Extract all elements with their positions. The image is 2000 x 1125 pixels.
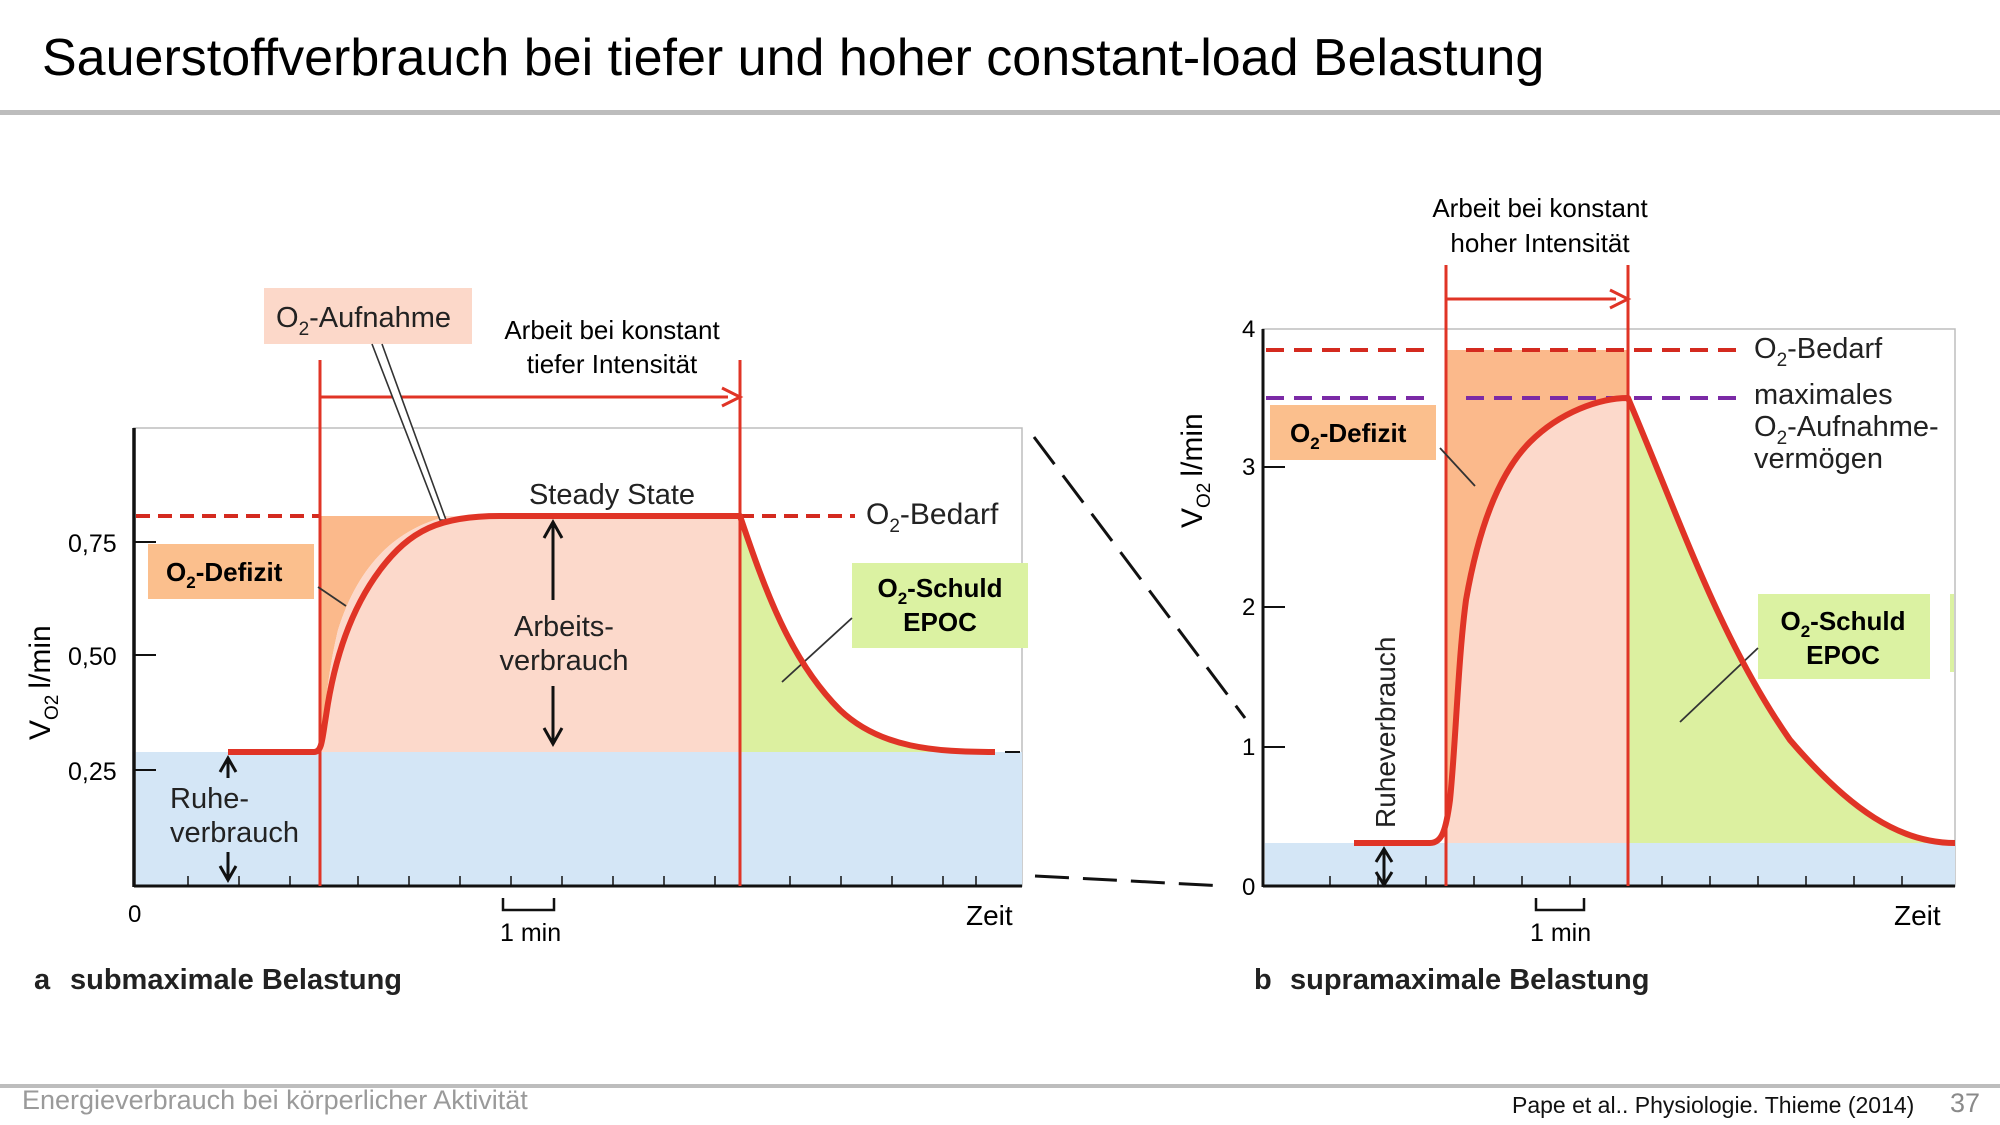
- panel-b-rest-label: Ruheverbrauch: [1370, 637, 1401, 828]
- panel-b-y-axis-label: VO2l/min: [1176, 413, 1215, 528]
- panel-b-x-ticks: [1329, 876, 1903, 886]
- panel-a-epoc-box: [852, 563, 1028, 648]
- panel-a-deficit-area: [320, 516, 448, 752]
- panel-b-deficit-box: [1270, 405, 1436, 460]
- zoom-connector-bottom: [1034, 874, 1226, 888]
- panel-b-y-tick-2: 2: [1242, 594, 1255, 621]
- panel-b-deficit-pointer: [1439, 447, 1476, 487]
- footer-reference: Pape et al.. Physiologie. Thieme (2014): [1512, 1092, 1915, 1118]
- panel-a-caption-letter: a: [34, 964, 51, 996]
- panel-b-epoc-box: [1758, 594, 1930, 679]
- panel-b-y-tick-0: 0: [1242, 874, 1255, 901]
- panel-a-x-origin: 0: [128, 901, 141, 928]
- panel-a-debt-area: [740, 516, 995, 752]
- panel-b-max-label-1: maximales: [1754, 379, 1893, 411]
- panel-b-rest-arrowhead-down: [1374, 871, 1394, 888]
- panel-a-time-scale-bracket: [501, 898, 556, 912]
- panel-a-work-label-1: Arbeit bei konstant: [504, 315, 720, 345]
- panel-a-work-label-2: tiefer Intensität: [527, 349, 698, 379]
- panel-b-work-area: [1446, 398, 1628, 843]
- title-divider: [0, 110, 2000, 115]
- panel-b-uptake-curve: [1354, 395, 1956, 846]
- panel-b-work-arrowhead: [1609, 288, 1632, 310]
- slide-title: Sauerstoffverbrauch bei tiefer und hoher…: [42, 29, 1545, 87]
- panel-b-time-scale-label: 1 min: [1530, 919, 1591, 947]
- svg-text:VO2l/min: VO2l/min: [1176, 413, 1215, 528]
- panel-a-epoc-label: EPOC: [903, 607, 977, 637]
- panel-b-debt-label: O2-Schuld: [1780, 606, 1905, 641]
- panel-a-debt-label: O2-Schuld: [877, 573, 1002, 608]
- panel-a-work-arrowhead: [721, 386, 744, 408]
- panel-a-deficit-label: O2-Defizit: [166, 557, 283, 592]
- panel-b-deficit-label: O2-Defizit: [1290, 418, 1407, 453]
- panel-a-y-axis-label: VO2l/min: [24, 625, 63, 740]
- panel-b-caption: supramaximale Belastung: [1290, 964, 1649, 996]
- panel-a-epoc-pointer: [781, 617, 853, 683]
- panel-b-max-label-3: vermögen: [1754, 443, 1883, 475]
- panel-a-y-tick-075: 0,75: [68, 530, 117, 558]
- panel-a-deficit-pointer: [317, 586, 347, 607]
- panel-a-time-scale-label: 1 min: [500, 919, 561, 947]
- footer-divider: [0, 1084, 2000, 1088]
- panel-a-work-use-label-1: Arbeits-: [514, 611, 614, 643]
- panel-a-work-use-arrowhead-up: [542, 518, 564, 539]
- panel-b: 4 3 2 1 0 Zeit VO2l/min 1 min O2-Bedarf …: [1176, 193, 1956, 996]
- panel-a-y-tick-050: 0,50: [68, 643, 117, 671]
- panel-a-steady-state: Steady State: [529, 479, 695, 511]
- panel-b-y-tick-4: 4: [1242, 316, 1255, 343]
- panel-a-work-use-arrowhead-down: [542, 727, 564, 748]
- panel-a-x-ticks: [187, 876, 977, 886]
- panel-a-rest-arrowhead-up: [218, 754, 238, 773]
- page-number: 37: [1950, 1088, 1981, 1118]
- panel-a-uptake-box: [264, 288, 472, 344]
- footer-topic: Energieverbrauch bei körperlicher Aktivi…: [22, 1085, 528, 1115]
- panel-b-rest-area: [1265, 843, 1955, 886]
- panel-a-uptake-label: O2-Aufnahme: [276, 302, 451, 340]
- panel-b-work-label-1: Arbeit bei konstant: [1432, 193, 1648, 223]
- panel-a-rest-area: [136, 752, 1022, 886]
- panel-b-epoc-label: EPOC: [1806, 640, 1880, 670]
- panel-b-deficit-area: [1446, 350, 1628, 843]
- panel-a-caption: submaximale Belastung: [70, 964, 402, 996]
- panel-a-work-area: [320, 516, 740, 752]
- panel-b-work-label-2: hoher Intensität: [1450, 228, 1630, 258]
- panel-a-uptake-pointer: [371, 343, 448, 521]
- panel-b-x-end-label: Zeit: [1894, 900, 1941, 931]
- panel-a-rest-label-1: Ruhe-: [170, 783, 249, 815]
- zoom-connector-top: [1032, 436, 1247, 719]
- panel-b-y-ticks: [1263, 466, 1285, 748]
- panel-a: 0,75 0,50 0,25 0 Zeit VO2l/min 1 min O2-…: [24, 288, 1028, 996]
- panel-b-debt-area: [1628, 398, 1955, 843]
- panel-a-work-use-label-2: verbrauch: [500, 645, 629, 677]
- panel-a-rest-arrowhead-down: [218, 865, 238, 884]
- svg-text:VO2l/min: VO2l/min: [24, 625, 63, 740]
- panel-b-y-tick-1: 1: [1242, 734, 1255, 761]
- panel-a-x-end-label: Zeit: [966, 900, 1013, 931]
- panel-a-uptake-curve: [228, 513, 996, 755]
- panel-b-demand-label: O2-Bedarf: [1754, 333, 1883, 371]
- panel-a-y-tick-025: 0,25: [68, 758, 117, 786]
- panel-b-y-tick-3: 3: [1242, 454, 1255, 481]
- panel-a-y-ticks: [134, 541, 156, 771]
- panel-a-demand-label: O2-Bedarf: [866, 498, 999, 537]
- panel-a-rest-label-2: verbrauch: [170, 817, 299, 849]
- panel-b-rest-arrowhead-up: [1374, 846, 1394, 863]
- panel-b-caption-letter: b: [1254, 964, 1272, 996]
- panel-a-deficit-box: [148, 544, 314, 599]
- panel-b-time-scale-bracket: [1534, 898, 1586, 912]
- panel-b-max-label-2: O2-Aufnahme-: [1754, 411, 1939, 449]
